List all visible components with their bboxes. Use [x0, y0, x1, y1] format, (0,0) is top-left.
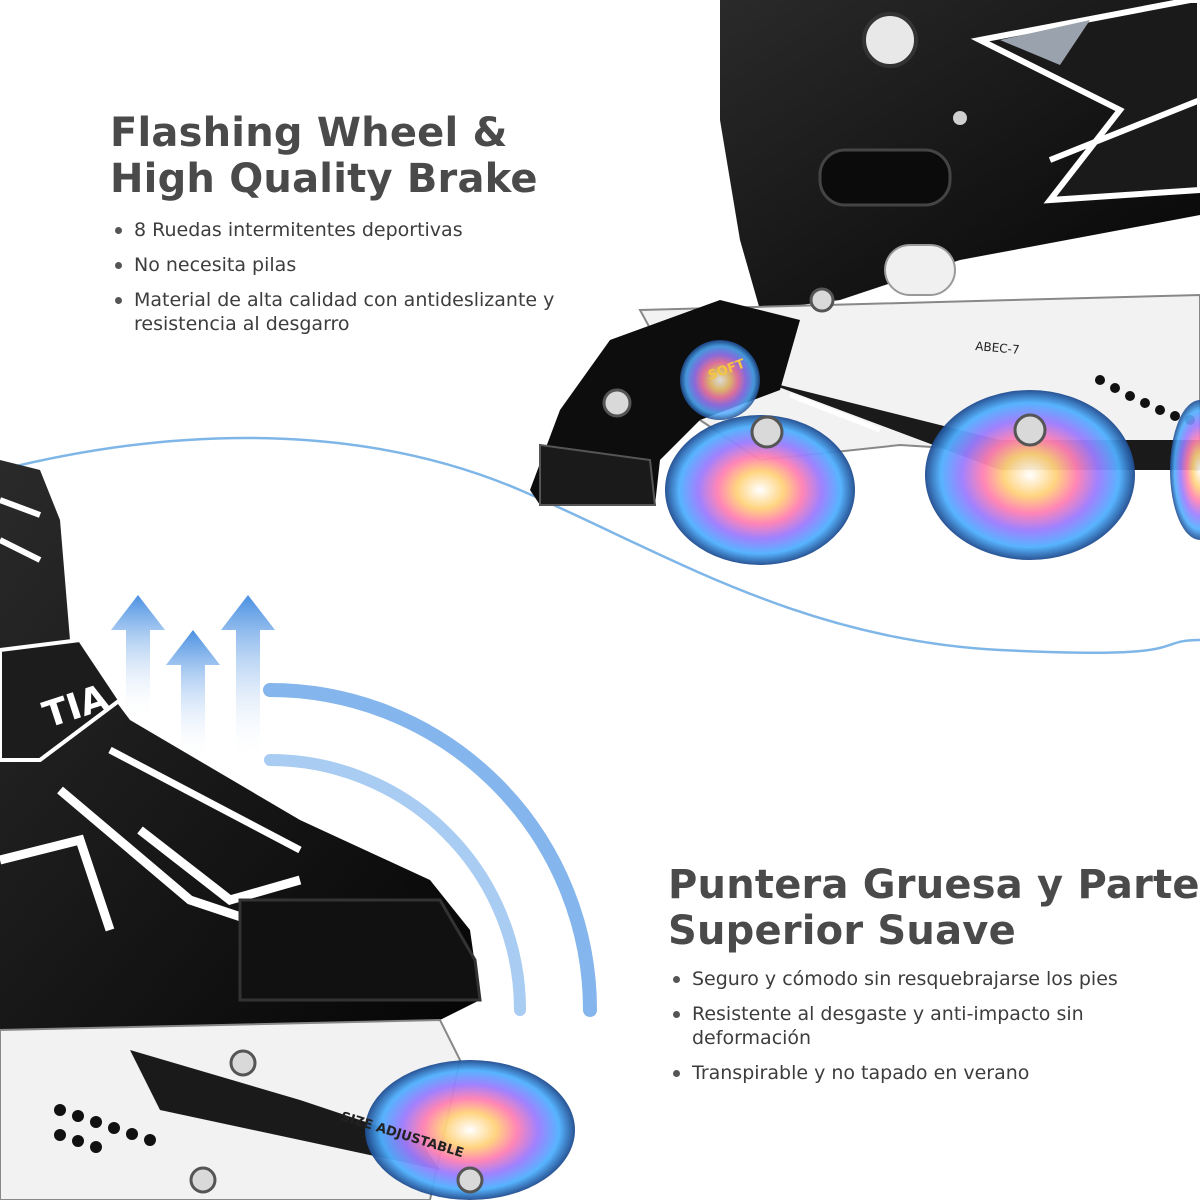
heading-line: Superior Suave [668, 908, 1016, 954]
wave-divider [0, 436, 1200, 655]
list-item: 8 Ruedas intermitentes deportivas [112, 218, 572, 242]
list-item: Material de alta calidad con antidesliza… [112, 288, 572, 336]
list-item: Resistente al desgaste y anti-impacto si… [670, 1002, 1170, 1050]
heading-line: Flashing Wheel & [110, 110, 508, 156]
screw-icon [602, 287, 1047, 449]
bottom-skate [0, 460, 575, 1200]
flashing-wheel-icon [665, 340, 1200, 565]
feature-list-bottom: Seguro y cómodo sin resquebrajarse los p… [670, 967, 1170, 1096]
feature-list-top: 8 Ruedas intermitentes deportivas No nec… [112, 218, 572, 347]
flashing-wheel-icon [365, 1060, 575, 1200]
motion-arcs [263, 683, 597, 1017]
feature-heading-bottom: Puntera Gruesa y Parte Superior Suave [668, 862, 1200, 954]
list-item: Seguro y cómodo sin resquebrajarse los p… [670, 967, 1170, 991]
bearing-label: ABEC-7 [975, 339, 1020, 357]
list-item: Transpirable y no tapado en verano [670, 1061, 1170, 1085]
up-arrow-icon [111, 595, 275, 760]
heading-line: High Quality Brake [110, 156, 538, 202]
top-skate [530, 0, 1200, 565]
heading-line: Puntera Gruesa y Parte [668, 862, 1200, 908]
screw-icon [189, 1049, 484, 1194]
list-item: No necesita pilas [112, 253, 572, 277]
feature-heading-top: Flashing Wheel & High Quality Brake [110, 110, 538, 202]
